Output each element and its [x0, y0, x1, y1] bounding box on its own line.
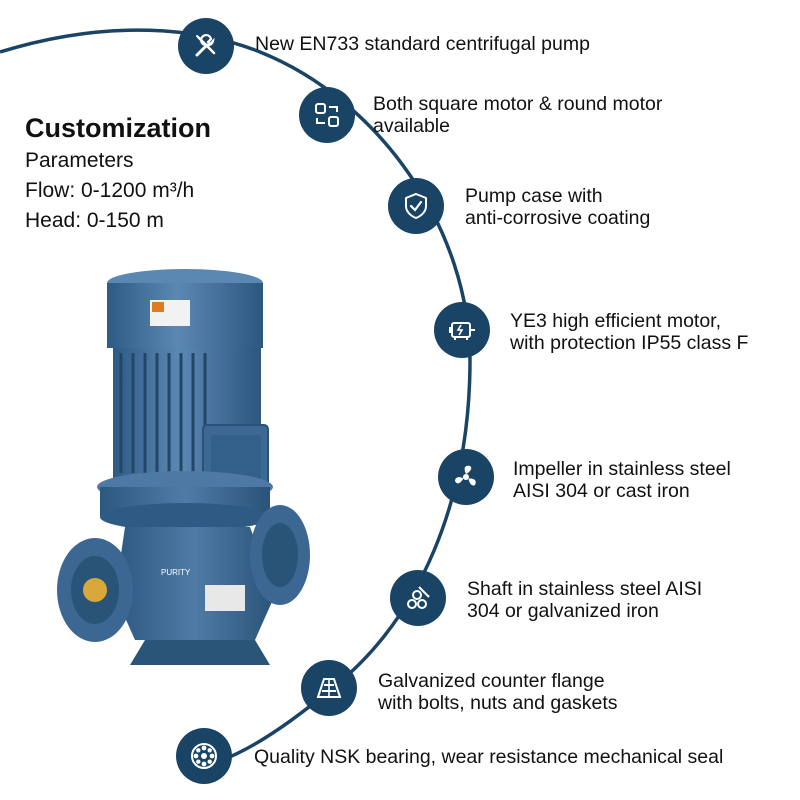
feature-8-text: Quality NSK bearing, wear resistance mec… [254, 746, 724, 768]
wrench-screwdriver-icon [195, 34, 216, 57]
swap-arrows-icon [315, 103, 339, 127]
feature-4-text: YE3 high efficient motor, with protectio… [510, 310, 749, 354]
shield-check-icon [405, 192, 427, 220]
flange-icon [316, 678, 342, 698]
feature-6-text: Shaft in stainless steel AISI 304 or gal… [467, 578, 703, 622]
motor-icon [449, 322, 475, 340]
feature-3-text: Pump case with anti-corrosive coating [465, 185, 651, 229]
pump-image: PURITY [57, 269, 310, 665]
feature-8-badge [176, 728, 232, 784]
feature-1-text: New EN733 standard centrifugal pump [255, 33, 590, 55]
shaft-icon [407, 586, 430, 609]
feature-5-text: Impeller in stainless steel AISI 304 or … [513, 458, 731, 502]
flow-spec: Flow: 0-1200 m³/h [25, 179, 195, 202]
params-label: Parameters [25, 149, 134, 172]
feature-2-badge [299, 87, 355, 143]
spec-block: Customization Parameters Flow: 0-1200 m³… [25, 110, 211, 236]
page-title: Customization [25, 113, 211, 143]
feature-7-text: Galvanized counter flange with bolts, nu… [378, 670, 618, 714]
feature-3-badge [388, 178, 444, 234]
feature-7-badge [301, 660, 357, 716]
pump-brand-label: PURITY [161, 568, 191, 577]
feature-5-badge [438, 449, 494, 505]
feature-4-badge [434, 302, 490, 358]
bearing-icon [191, 743, 217, 769]
feature-2-text: Both square motor & round motor availabl… [373, 93, 663, 137]
feature-1-badge [178, 18, 234, 74]
head-spec: Head: 0-150 m [25, 209, 164, 232]
fan-impeller-icon [455, 465, 476, 486]
feature-6-badge [390, 570, 446, 626]
